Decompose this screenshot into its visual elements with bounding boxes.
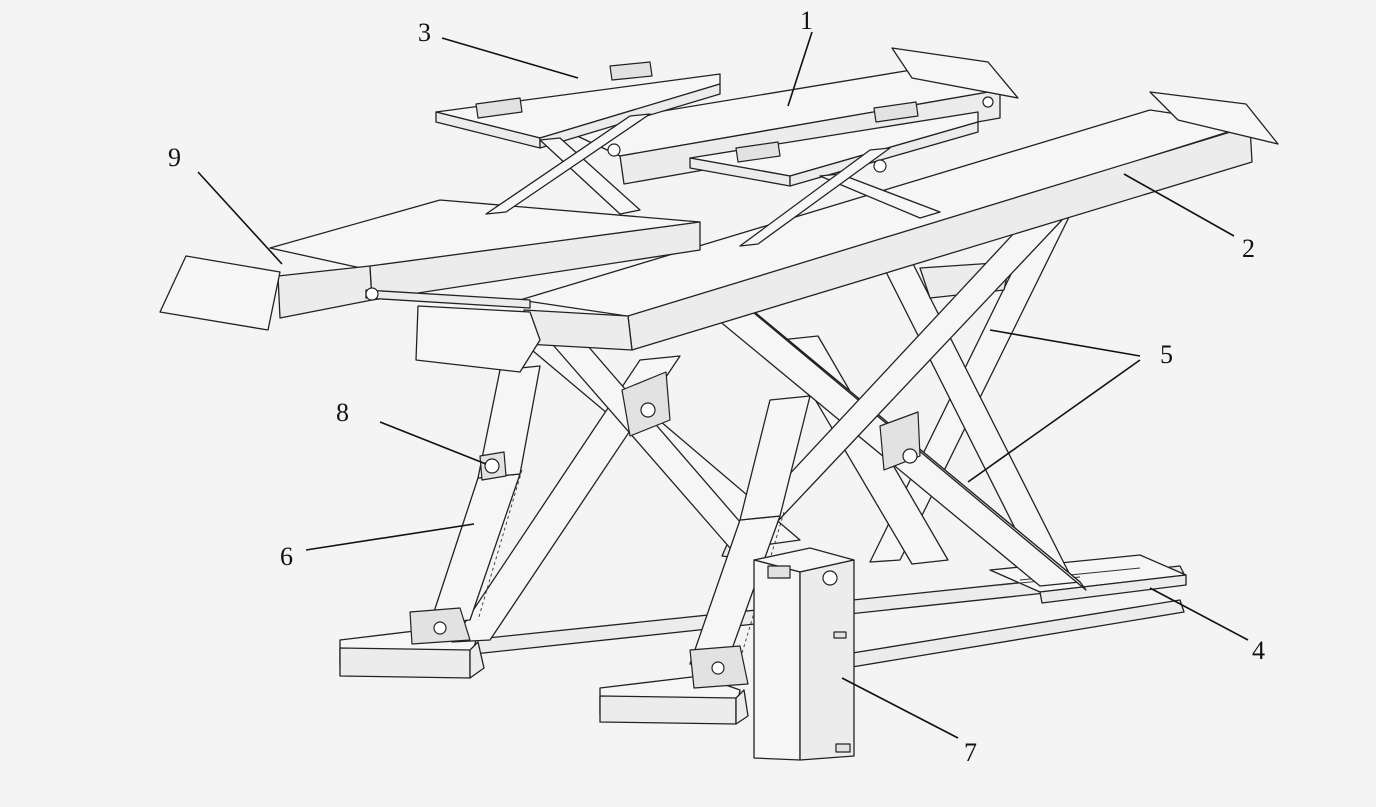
hydraulic-cylinder-left	[429, 365, 541, 625]
secondary-scissors	[485, 113, 941, 247]
secondary-lift-front	[689, 101, 979, 187]
front-runway	[415, 91, 1279, 373]
callout-label-3: 3	[418, 18, 431, 47]
callout-label-2: 2	[1242, 234, 1255, 263]
callout-leaders	[197, 31, 1249, 739]
callout-label-1: 1	[800, 6, 813, 35]
left-runway	[159, 199, 701, 331]
callout-label-9: 9	[168, 143, 181, 172]
callout-label-8: 8	[336, 398, 349, 427]
callout-label-6: 6	[280, 542, 293, 571]
callout-label-4: 4	[1252, 636, 1265, 665]
cross-tube	[365, 287, 531, 309]
control-cabinet	[753, 547, 855, 761]
cylinder-base-mounts	[409, 607, 725, 675]
callout-label-5: 5	[1160, 340, 1173, 369]
callout-label-7: 7	[964, 738, 977, 767]
scissor-arms-front	[451, 215, 1087, 643]
base-frame-front-plate	[599, 675, 749, 725]
